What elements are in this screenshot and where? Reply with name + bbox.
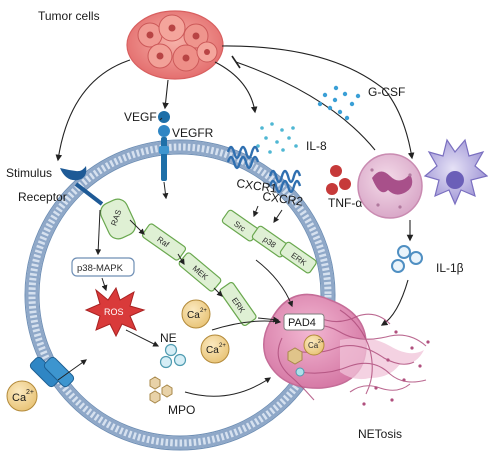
tumor-to-vegf-arrow: [162, 79, 169, 110]
cxcr2-label: CXCR2: [262, 189, 305, 209]
calcium-ion-inner-2: [200, 334, 230, 364]
il8-molecules-icon: [256, 122, 298, 154]
il1b-molecules-icon: [391, 245, 423, 273]
raf-node: [141, 223, 187, 261]
pad4-label: PAD4: [288, 317, 316, 329]
mpo-granules-icon: [149, 376, 173, 404]
g-csf-molecules-icon: [317, 85, 361, 121]
vegfr-label: VEGFR: [172, 126, 214, 140]
ca-nucleus-superscript: 2+: [318, 339, 324, 345]
tnf-alpha-molecules-icon: [326, 165, 351, 195]
neutrophil-cell-icon: [357, 153, 423, 219]
immune-cell-icon: [423, 138, 488, 206]
ros-burst-icon: [84, 286, 146, 338]
tumor-to-stimulus-arrow: [55, 59, 131, 162]
tumor-cells-label: Tumor cells: [38, 9, 100, 23]
ne-granules-icon: [159, 343, 187, 369]
ne-label: NE: [160, 331, 177, 345]
ca-inner2-label: Ca: [206, 345, 219, 356]
ca-inner1-label: Ca: [187, 310, 200, 321]
mek-node: [178, 252, 222, 292]
tumor-cell-cluster-icon: [126, 10, 224, 80]
calcium-ion-inner-1: [181, 299, 211, 329]
receptor-label: Receptor: [18, 190, 67, 204]
cxcr2-receptor-icon: [268, 169, 302, 194]
signaling-arrows: [57, 117, 294, 397]
g-csf-label: G-CSF: [368, 85, 405, 99]
stimulus-label: Stimulus: [6, 166, 52, 180]
vegf-label: VEGF: [124, 110, 157, 124]
il1b-label: IL-1β: [436, 261, 464, 275]
inhibition-line: [231, 55, 376, 151]
erk-right-node: [279, 241, 317, 274]
ca-inner2-superscript: 2+: [219, 343, 226, 349]
cxcr1-receptor-icon: [226, 145, 260, 170]
p38-mapk-label: p38-MAPK: [77, 263, 124, 274]
ca-inner1-superscript: 2+: [200, 308, 207, 314]
cxcr1-label: CXCR1: [236, 176, 279, 196]
il8-label: IL-8: [306, 139, 327, 153]
p38-mapk-node: [71, 257, 135, 277]
tnf-alpha-label: TNF-α: [328, 196, 362, 210]
ca-nucleus-label: Ca: [308, 341, 319, 350]
ras-node: [99, 198, 137, 240]
vegf-receptor-icon: [158, 111, 170, 181]
tumor-to-neutrophil-arrow: [221, 45, 415, 160]
ca-outside-label: Ca: [12, 392, 27, 404]
tumor-to-il8-arrow: [214, 61, 258, 114]
ros-label: ROS: [104, 307, 124, 317]
mpo-label: MPO: [168, 403, 195, 417]
calcium-ion-outer: [6, 380, 38, 412]
netosis-label: NETosis: [358, 427, 402, 441]
pad4-box: [283, 313, 325, 331]
calcium-channel-icon: [29, 356, 75, 388]
ca-outside-superscript: 2+: [26, 389, 34, 396]
il1b-to-netosis-arrow: [380, 279, 409, 326]
stimulus-receptor-icon: [60, 166, 104, 206]
